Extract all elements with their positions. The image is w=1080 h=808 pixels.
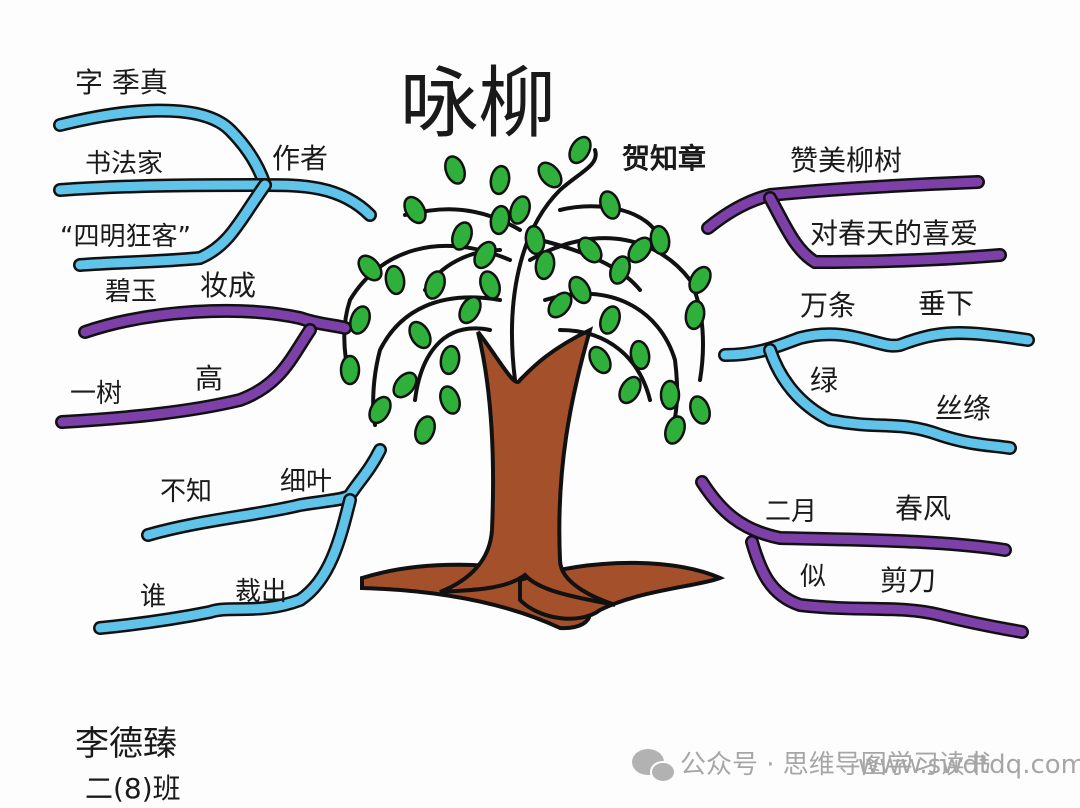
willow-leaf <box>392 371 418 399</box>
willow-leaf <box>408 320 432 350</box>
willow-leaf <box>534 249 556 281</box>
line2-word-1: 万条 <box>800 289 856 322</box>
tree-leaves <box>339 135 712 445</box>
willow-leaf <box>629 339 651 371</box>
branch-line-1: 碧玉 妆成 一树 高 <box>55 269 352 429</box>
author-root-label: 作者 <box>272 142 328 175</box>
willow-leaf <box>684 299 706 331</box>
line3-word-3: 谁 <box>140 582 166 612</box>
willow-leaf <box>489 204 511 236</box>
line2-word-3: 绿 <box>810 364 838 397</box>
watermark: 公众号 · 思维导图学习读书 www.swdtdq.com <box>632 749 1080 783</box>
branch-author-info: 作者 字 季真 书法家 “四明狂客” <box>53 66 377 272</box>
signature-class: 二(8)班 <box>85 772 181 805</box>
willow-leaf <box>568 135 592 165</box>
line4-word-1: 二月 <box>765 497 817 527</box>
willow-leaf <box>659 379 681 411</box>
poem-author: 贺知章 <box>622 142 706 175</box>
willow-leaf <box>489 164 511 196</box>
willow-leaf <box>649 224 671 256</box>
willow-tree <box>339 135 726 631</box>
poem-title: 咏柳 <box>400 59 556 149</box>
willow-leaf <box>414 415 436 445</box>
theme-word-1: 赞美柳树 <box>790 144 902 177</box>
willow-leaf <box>439 344 461 376</box>
willow-leaf <box>403 195 427 225</box>
willow-leaf <box>524 224 546 256</box>
willow-leaf <box>473 240 497 270</box>
line1-word-3: 一树 <box>70 379 122 409</box>
willow-leaf <box>451 221 473 251</box>
willow-leaf <box>384 264 406 296</box>
willow-leaf <box>599 190 621 220</box>
line4-word-2: 春风 <box>895 492 951 525</box>
willow-leaf <box>509 195 531 225</box>
line3-word-2: 细叶 <box>280 467 332 497</box>
willow-leaf <box>689 395 711 425</box>
line1-word-2: 妆成 <box>200 269 256 302</box>
line3-word-1: 不知 <box>160 477 212 507</box>
willow-leaf <box>618 375 642 405</box>
willow-leaf <box>439 385 461 415</box>
willow-leaf <box>368 395 392 425</box>
willow-leaf <box>688 265 712 295</box>
willow-leaf <box>424 270 446 300</box>
branch-line-4: 二月 春风 似 剪刀 <box>695 475 1029 639</box>
author-item-courtesy: 字 季真 <box>75 66 168 99</box>
willow-leaf <box>479 270 501 300</box>
wechat-icon <box>632 749 676 783</box>
branch-theme: 赞美柳树 对春天的喜爱 <box>701 144 1007 270</box>
willow-leaf <box>339 354 361 386</box>
line4-word-3: 似 <box>800 562 826 592</box>
watermark-url: www.swdtdq.com <box>858 750 1080 780</box>
line1-word-4: 高 <box>195 362 223 395</box>
line4-word-4: 剪刀 <box>880 564 936 597</box>
willow-leaf <box>547 291 573 319</box>
willow-leaf <box>458 295 482 325</box>
willow-leaf <box>609 255 631 285</box>
ground-mound-right <box>518 560 726 621</box>
author-item-nickname: “四明狂客” <box>60 222 191 252</box>
willow-leaf <box>599 305 621 335</box>
willow-leaf <box>588 345 612 375</box>
willow-leaf <box>627 236 653 264</box>
line3-word-4: 裁出 <box>235 577 287 607</box>
willow-leaf <box>349 305 371 335</box>
willow-leaf <box>577 236 603 264</box>
willow-leaf <box>537 161 563 189</box>
line1-word-1: 碧玉 <box>105 277 157 307</box>
willow-leaf <box>357 254 383 282</box>
watermark-text: 公众号 · 思维导图学习读书 <box>680 750 991 780</box>
willow-leaf <box>664 415 686 445</box>
willow-leaf <box>444 155 466 185</box>
theme-word-2: 对春天的喜爱 <box>810 217 978 250</box>
signature-name: 李德臻 <box>75 724 177 764</box>
line2-word-4: 丝绦 <box>935 392 991 425</box>
branch-line-2: 万条 垂下 绿 丝绦 <box>718 287 1035 455</box>
tree-trunk <box>439 326 616 607</box>
author-item-calligrapher: 书法家 <box>85 149 163 179</box>
branch-line-3: 不知 细叶 谁 裁出 <box>93 443 387 635</box>
willow-leaf <box>568 275 592 305</box>
line2-word-2: 垂下 <box>918 287 974 320</box>
